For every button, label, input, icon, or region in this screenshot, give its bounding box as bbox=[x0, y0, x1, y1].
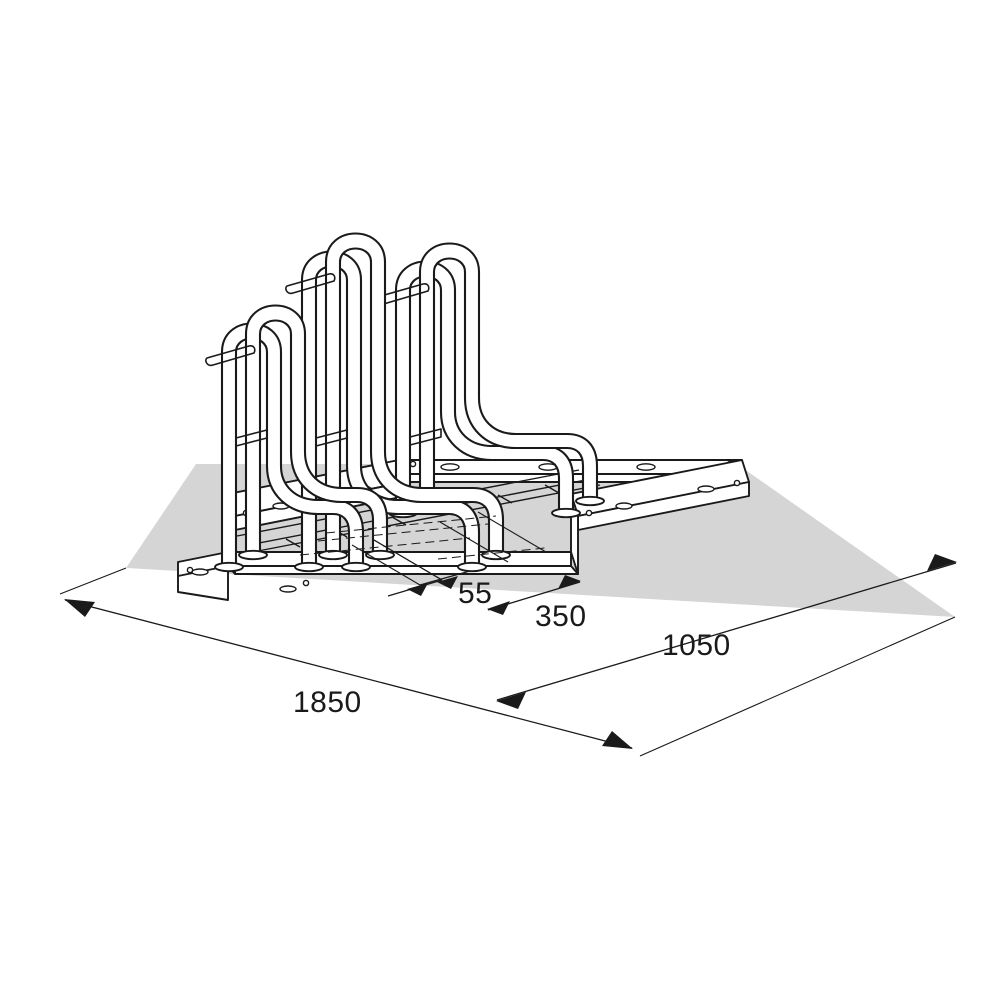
dimension-1050: 1050 bbox=[496, 554, 957, 709]
dimension-label-1850: 1850 bbox=[293, 686, 362, 719]
arrow-head-1050-near bbox=[496, 692, 526, 709]
arrow-head-1850-right bbox=[602, 731, 633, 749]
dimension-55: 55 bbox=[351, 539, 492, 610]
bike-hoop-3-mid-brace bbox=[409, 428, 442, 446]
bike-hoop-2-parallel bbox=[324, 232, 505, 556]
arrow-head-1050-far bbox=[927, 554, 957, 571]
bike-hoop-1-lock-bar bbox=[205, 345, 256, 367]
bike-hoop-2-feet bbox=[294, 549, 511, 573]
dimension-label-55: 55 bbox=[458, 577, 492, 610]
bike-hoop-2-lock-bar bbox=[285, 273, 336, 295]
bike-hoop-2-mid-brace bbox=[315, 429, 348, 447]
dimension-1850: 1850 bbox=[59, 567, 956, 757]
hidden-construction-lines bbox=[299, 515, 546, 560]
bike-hoop-1-feet bbox=[214, 549, 395, 573]
arrow-head-1850-left bbox=[64, 599, 95, 617]
arrow-head-55-left bbox=[407, 583, 428, 596]
arrow-head-350-near bbox=[487, 601, 510, 615]
dimension-label-1050: 1050 bbox=[662, 629, 731, 662]
bike-hoop-3-parallel bbox=[418, 242, 599, 502]
bike-hoop-1-mid-brace bbox=[235, 429, 268, 447]
dimension-label-350: 350 bbox=[535, 600, 587, 633]
arrow-head-55-right bbox=[437, 576, 458, 589]
bike-rack-assembly bbox=[177, 232, 750, 601]
arrow-head-350-far bbox=[558, 575, 581, 589]
